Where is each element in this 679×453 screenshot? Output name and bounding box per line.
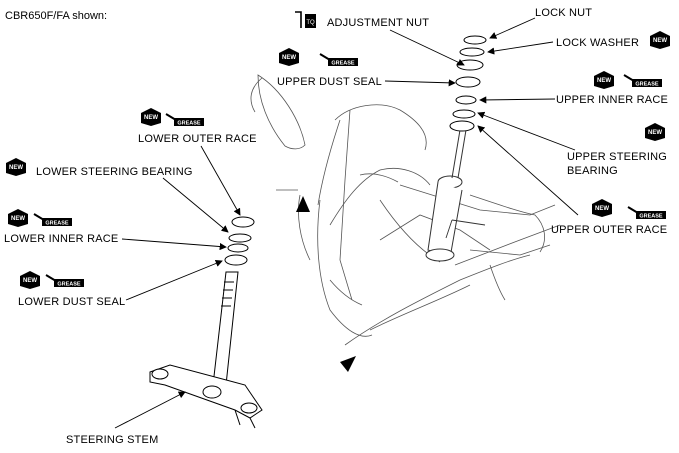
view-arrows: [296, 196, 356, 372]
grease-icon: GREASE: [622, 73, 664, 94]
upper-stack: [449, 35, 487, 132]
new-part-icon: NEW: [592, 68, 616, 95]
label-upper-steering-bearing-1: UPPER STEERING: [567, 151, 667, 163]
steering-head: [425, 175, 463, 262]
stem-bridge: [149, 364, 263, 429]
torque-wrench-icon: TQ: [293, 10, 319, 35]
label-lower-outer-race: LOWER OUTER RACE: [138, 133, 257, 145]
new-part-icon: NEW: [643, 120, 667, 147]
leader-lines: [114, 17, 579, 429]
grease-icon: GREASE: [318, 52, 360, 73]
label-upper-inner-race: UPPER INNER RACE: [556, 94, 668, 106]
svg-text:NEW: NEW: [282, 55, 296, 61]
stem-shaft: [212, 271, 239, 386]
svg-text:GREASE: GREASE: [45, 221, 69, 227]
svg-text:NEW: NEW: [23, 278, 37, 284]
svg-text:NEW: NEW: [653, 38, 667, 44]
tool-icon-text: TQ: [306, 20, 315, 26]
grease-icon: GREASE: [44, 273, 86, 294]
label-lower-steering-bearing: LOWER STEERING BEARING: [36, 166, 193, 178]
grease-icon: GREASE: [164, 112, 206, 133]
new-part-icon: NEW: [6, 206, 30, 233]
svg-text:NEW: NEW: [11, 216, 25, 222]
new-part-icon: NEW: [4, 155, 28, 182]
svg-text:GREASE: GREASE: [57, 282, 81, 288]
label-upper-steering-bearing-2: BEARING: [567, 165, 618, 177]
new-part-icon: NEW: [139, 105, 163, 132]
label-upper-dust-seal: UPPER DUST SEAL: [277, 76, 382, 88]
label-adjustment-nut: ADJUSTMENT NUT: [327, 17, 430, 29]
label-steering-stem: STEERING STEM: [66, 434, 159, 446]
svg-text:GREASE: GREASE: [635, 82, 659, 88]
svg-text:NEW: NEW: [595, 206, 609, 212]
lower-stack: [224, 216, 255, 266]
new-part-icon: NEW: [590, 196, 614, 223]
label-upper-outer-race: UPPER OUTER RACE: [551, 224, 668, 236]
grease-icon: GREASE: [32, 212, 74, 233]
svg-text:NEW: NEW: [144, 115, 158, 121]
svg-text:NEW: NEW: [597, 78, 611, 84]
new-part-icon: NEW: [648, 28, 672, 55]
label-lower-dust-seal: LOWER DUST SEAL: [18, 296, 126, 308]
new-part-icon: NEW: [18, 268, 42, 295]
svg-text:GREASE: GREASE: [177, 121, 201, 127]
model-caption: CBR650F/FA shown:: [5, 10, 108, 22]
label-lock-nut: LOCK NUT: [535, 7, 593, 19]
new-part-icon: NEW: [277, 45, 301, 72]
svg-text:GREASE: GREASE: [639, 214, 663, 220]
svg-text:GREASE: GREASE: [331, 61, 355, 67]
label-lower-inner-race: LOWER INNER RACE: [4, 233, 119, 245]
label-lock-washer: LOCK WASHER: [556, 37, 640, 49]
svg-text:NEW: NEW: [648, 130, 662, 136]
grease-icon: GREASE: [626, 205, 668, 226]
svg-text:NEW: NEW: [9, 165, 23, 171]
